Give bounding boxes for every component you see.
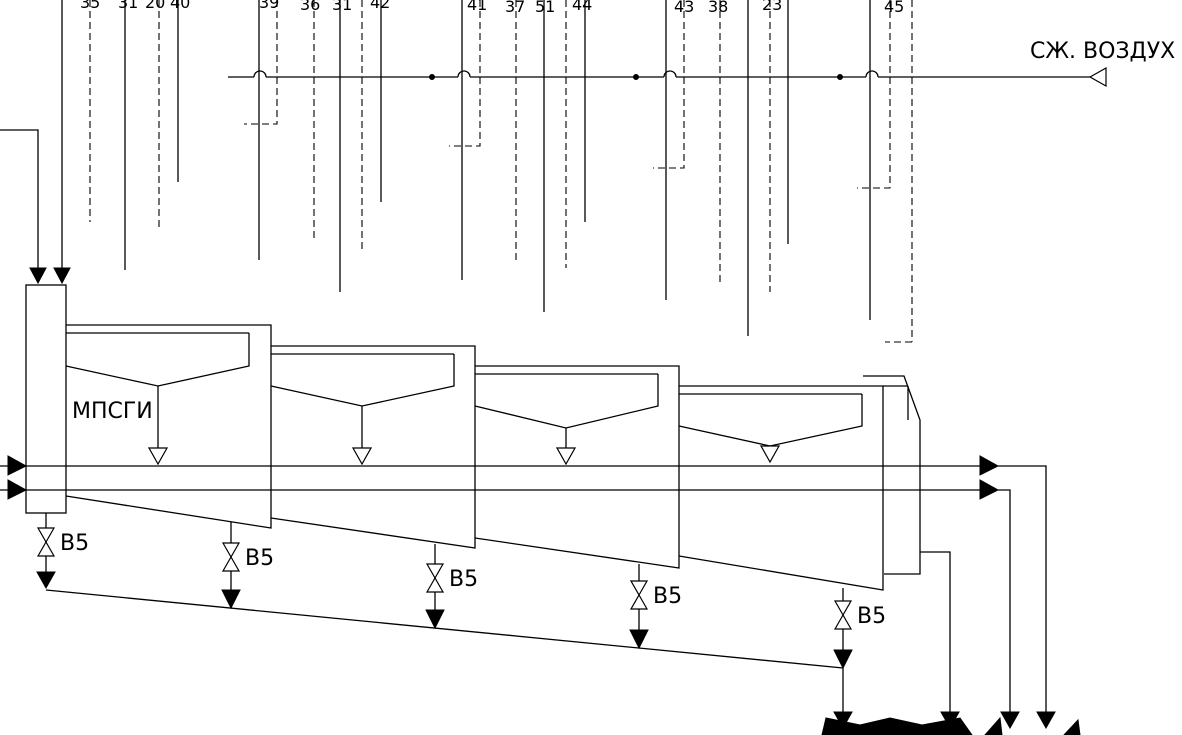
air-inlet-arrow-icon: [1088, 66, 1107, 88]
tag-number: 38: [708, 0, 728, 16]
equipment-label: МПСГИ: [72, 399, 153, 424]
tag-number: 31: [118, 0, 138, 12]
drain-arrow-icon: [147, 447, 169, 466]
tag-number: 31: [332, 0, 352, 14]
b5-valve-icon: [833, 600, 853, 630]
tag-number: 36: [300, 0, 320, 14]
air-label: СЖ. ВОЗДУХ: [1030, 39, 1175, 64]
tag-number: 37: [505, 0, 525, 16]
b5-valve-icon: [629, 580, 649, 610]
b5-valve-icon: [36, 527, 56, 557]
tank-stage-1: [65, 324, 272, 529]
tag-number: 23: [762, 0, 782, 14]
b5-label: В5: [245, 546, 274, 571]
tag-number: 44: [572, 0, 592, 14]
b5-valve-icon: [221, 542, 241, 572]
left-column: [0, 0, 71, 514]
tag-number: 42: [370, 0, 390, 12]
bottom-drains: В5 В5 В5 В5 В5: [36, 513, 1081, 735]
b5-label: В5: [857, 604, 886, 629]
top-tag-numbers: 35 31 20 40 39 36 31 42 41 37 51 44 43 3…: [80, 0, 904, 16]
compressed-air-header: СЖ. ВОЗДУХ: [228, 39, 1175, 88]
b5-label: В5: [60, 531, 89, 556]
tank-stage-3: [474, 365, 680, 569]
collector-basin: [821, 717, 973, 735]
tag-number: 43: [674, 0, 694, 16]
tank-stage-2: [270, 345, 476, 549]
tag-number: 51: [535, 0, 555, 16]
b5-label: В5: [653, 584, 682, 609]
tag-number: 41: [467, 0, 487, 14]
drain-arrow-icon: [555, 447, 577, 466]
tag-number: 39: [259, 0, 279, 12]
drain-arrow-icon: [759, 445, 781, 464]
tank-stage-4: [678, 375, 921, 591]
b5-valve-icon: [425, 563, 445, 593]
b5-label: В5: [449, 567, 478, 592]
tag-number: 45: [884, 0, 904, 16]
tag-number: 40: [170, 0, 190, 12]
tag-number: 20: [145, 0, 165, 12]
drain-arrow-icon: [351, 447, 373, 466]
product-lines: [0, 455, 1056, 730]
signal-lines: [89, 0, 913, 343]
